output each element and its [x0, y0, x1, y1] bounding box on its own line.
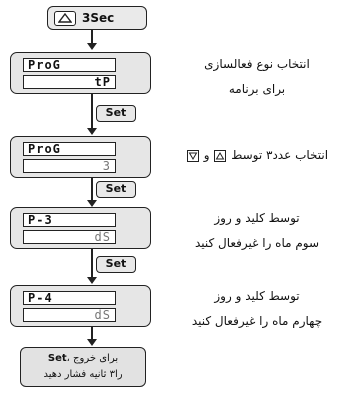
- step-1-desc-line-2: برای برنامه: [228, 82, 286, 96]
- step-1-description: انتخاب نوع فعالسازی برای برنامه: [177, 52, 337, 102]
- exit-instruction-box: برای خروج ،Set را۳ ثانیه فشار دهید: [20, 347, 146, 387]
- display-top-row: ProG: [23, 58, 116, 72]
- exit-instruction-line-2: را۳ ثانیه فشار دهید: [43, 369, 123, 380]
- step-3-desc-line-2: سوم ماه را غیرفعال کنید: [194, 236, 320, 250]
- exit-instruction-prefix: برای خروج ،: [66, 353, 119, 364]
- set-button[interactable]: Set: [96, 256, 136, 273]
- step-3-description: توسط کلید و روز سوم ماه را غیرفعال کنید: [177, 206, 337, 256]
- connector-line: [91, 94, 93, 130]
- set-button[interactable]: Set: [96, 181, 136, 198]
- arrow-down-icon: [87, 200, 97, 207]
- step-2-description: انتخاب عدد۳ توسط و: [177, 146, 337, 164]
- arrow-down-icon: [87, 128, 97, 135]
- exit-set-key: Set: [47, 353, 67, 364]
- arrow-down-icon: [87, 277, 97, 284]
- step-1-desc-line-1: انتخاب نوع فعالسازی: [204, 57, 310, 71]
- display-top-row: ProG: [23, 142, 116, 156]
- display-bottom-row: dS: [23, 230, 116, 244]
- display-bottom-row: 3: [23, 159, 116, 173]
- display-top-row: P-3: [23, 213, 116, 227]
- connector-line: [91, 327, 93, 341]
- display-bottom-row: tP: [23, 75, 116, 89]
- step-3-desc-line-1: توسط کلید و روز: [214, 211, 300, 225]
- set-button[interactable]: Set: [96, 105, 136, 122]
- step-2-desc-line-1: انتخاب عدد۳ توسط: [231, 148, 329, 162]
- connector-line: [91, 178, 93, 202]
- display-step-3: P-3 dS: [10, 207, 151, 249]
- up-key-icon: [214, 149, 227, 162]
- display-top-row: P-4: [23, 291, 116, 305]
- hold-duration-label: 3Sec: [82, 11, 115, 25]
- exit-instruction-line-1: برای خروج ،Set: [21, 351, 145, 367]
- step-4-desc-line-1: توسط کلید و روز: [214, 289, 300, 303]
- connector-line: [91, 249, 93, 279]
- arrow-down-icon: [87, 339, 97, 346]
- display-bottom-row: dS: [23, 308, 116, 322]
- and-label: و: [203, 148, 210, 162]
- up-triangle-icon: [54, 10, 76, 26]
- display-step-2: ProG 3: [10, 136, 151, 178]
- down-key-icon: [186, 149, 199, 162]
- display-step-4: P-4 dS: [10, 285, 151, 327]
- step-4-description: توسط کلید و روز چهارم ماه را غیرفعال کنی…: [177, 284, 337, 334]
- display-step-1: ProG tP: [10, 52, 151, 94]
- connector-line: [91, 30, 93, 44]
- up-3sec-button[interactable]: 3Sec: [47, 6, 147, 30]
- step-4-desc-line-2: چهارم ماه را غیرفعال کنید: [191, 314, 323, 328]
- arrow-down-icon: [87, 43, 97, 50]
